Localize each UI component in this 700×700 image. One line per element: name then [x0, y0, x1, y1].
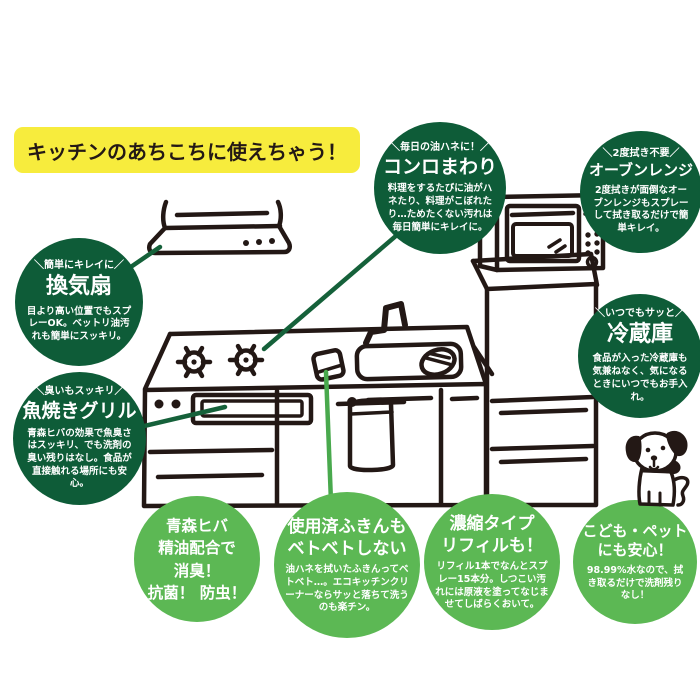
callout-oven-title: オーブンレンジ [588, 161, 694, 180]
callout-grill-body: 青森ヒバの効果で魚臭さはスッキリ、でも洗剤の臭い残りはなし。食品が直接触れる場所… [27, 427, 132, 490]
dish-icon [419, 347, 457, 377]
callout-fan-tagline: ＼簡単にキレイに／ [34, 260, 124, 272]
callout-refill-body: リフィル1本でなんとスプレー15本分。しつこい汚れには原液を塗ってなじませてしば… [435, 561, 549, 611]
callout-konro-tagline: ＼毎日の油ハネに！／ [390, 141, 490, 153]
callout-refill: 濃縮タイプ リフィルも！ リフィル1本でなんとスプレー15本分。しつこい汚れには… [424, 494, 560, 630]
faucet-icon [363, 301, 408, 346]
callout-fukin-title: 使用済ふきんも ベトベトしない [287, 516, 407, 560]
sponge-icon [311, 348, 346, 382]
fish-grill-icon [154, 392, 434, 426]
callout-fridge-title: 冷蔵庫 [606, 321, 673, 347]
callout-oven-tagline: ＼2度拭き不要／ [602, 148, 680, 160]
callout-fan-body: 目より高い位置でもスプレーOK。ベットリ油汚れも簡単にスッキリ。 [26, 305, 132, 343]
callout-oven-body: 2度拭きが面倒なオーブンレンジもスプレーして拭き取るだけで簡単キレイ。 [593, 184, 689, 234]
callout-grill: ＼臭いもスッキリ／ 魚焼きグリル 青森ヒバの効果で魚臭さはスッキリ、でも洗剤の臭… [13, 372, 146, 505]
connector-fukin [323, 369, 334, 505]
sink-icon [354, 341, 464, 382]
callout-fan: ＼簡単にキレイに／ 換気扇 目より高い位置でもスプレーOK。ベットリ油汚れも簡単… [15, 238, 143, 366]
headline-banner: キッチンのあちこちに使えちゃう！ [14, 127, 360, 173]
callout-fridge-body: 食品が入った冷蔵庫も気兼ねなく、気になるときにいつでもお手入れ。 [592, 353, 688, 403]
callout-kids-body: 98.99%水なので、拭き取るだけで洗剤残りなし！ [586, 564, 684, 602]
callout-oven: ＼2度拭き不要／ オーブンレンジ 2度拭きが面倒なオーブンレンジもスプレーして拭… [580, 131, 700, 253]
callout-konro-body: 料理をするたびに油がハネたり、料理がこぼれたり…ためたくない汚れは毎日簡単にキレ… [387, 183, 493, 233]
callout-fan-title: 換気扇 [45, 274, 112, 300]
callout-fridge: ＼いつでもサッと／ 冷蔵庫 食品が入った冷蔵庫も気兼ねなく、気になるときにいつで… [578, 294, 700, 418]
cabinet-drawers-icon [147, 387, 480, 507]
callout-fukin-body: 油ハネを拭いたふきんってベトベト…。エコキッチンクリーナーならサッと落ちて洗うの… [285, 564, 409, 614]
towel-icon [335, 398, 407, 473]
headline-text: キッチンのあちこちに使えちゃう！ [27, 139, 347, 164]
callout-refill-title: 濃縮タイプ リフィルも！ [441, 513, 543, 557]
refrigerator-icon [470, 251, 600, 508]
callout-fukin: 使用済ふきんも ベトベトしない 油ハネを拭いたふきんってベトベト…。エコキッチン… [274, 492, 420, 638]
callout-fridge-tagline: ＼いつでもサッと／ [595, 307, 685, 319]
callout-konro-title: コンロまわり [382, 155, 497, 178]
callout-kids-title: こども・ペット にも安心！ [582, 521, 688, 560]
range-hood-icon [146, 199, 293, 256]
callout-grill-tagline: ＼臭いもスッキリ／ [34, 385, 125, 397]
callout-konro: ＼毎日の油ハネに！／ コンロまわり 料理をするたびに油がハネたり、料理がこぼれた… [374, 122, 506, 254]
callout-grill-title: 魚焼きグリル [22, 399, 137, 422]
gas-burner-icon [175, 343, 265, 379]
callout-kids: こども・ペット にも安心！ 98.99%水なので、拭き取るだけで洗剤残りなし！ [573, 500, 697, 624]
callout-hiba: 青森ヒバ 精油配合で 消臭！ 抗菌！ 防虫！ [134, 496, 260, 622]
microwave-icon [477, 192, 606, 273]
callout-hiba-title: 青森ヒバ 精油配合で 消臭！ 抗菌！ 防虫！ [147, 516, 247, 602]
